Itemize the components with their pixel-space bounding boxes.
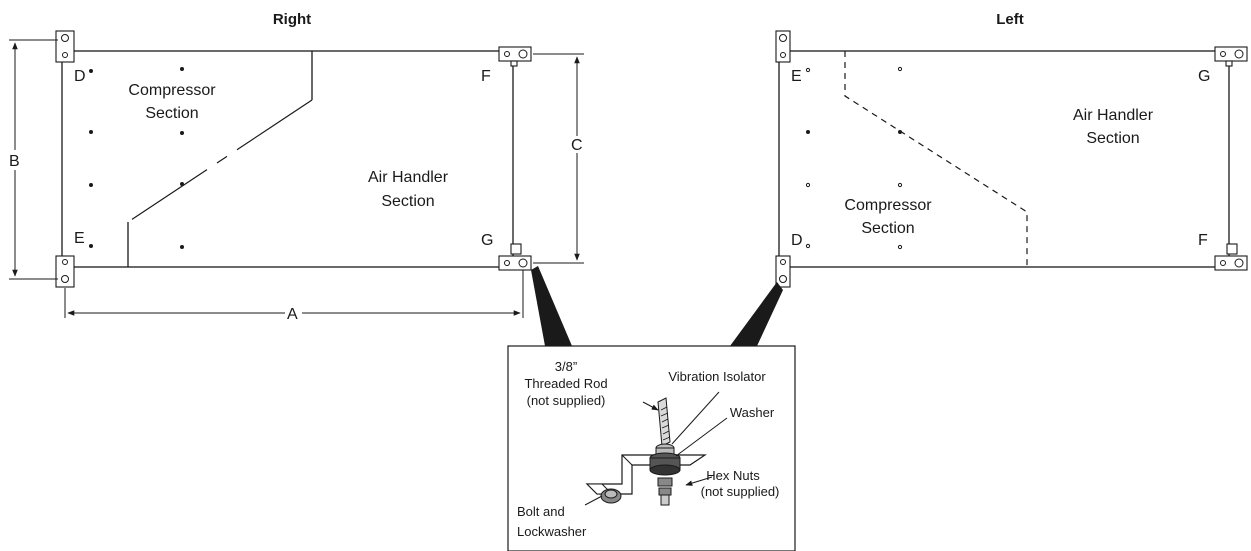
left-callout-wedge bbox=[730, 282, 783, 346]
label-threaded-rod: Threaded Rod bbox=[524, 376, 607, 391]
dimension-c: C bbox=[533, 53, 584, 264]
right-view-title: Right bbox=[273, 11, 311, 28]
left-airhandler-label-1: Air Handler bbox=[1073, 107, 1154, 124]
right-bracket-top-right bbox=[498, 46, 532, 67]
label-washer: Washer bbox=[730, 405, 775, 420]
leader-vibration-isolator bbox=[671, 391, 720, 445]
right-bracket-bottom-left bbox=[55, 255, 75, 288]
right-callout-wedge bbox=[531, 266, 572, 346]
dimension-c-label: C bbox=[571, 137, 583, 154]
left-corner-e: E bbox=[791, 68, 802, 85]
right-mounting-dots bbox=[89, 67, 184, 249]
dimension-a: A bbox=[64, 270, 524, 323]
left-bracket-bottom-left bbox=[775, 255, 791, 288]
label-bolt: Bolt and bbox=[517, 504, 565, 519]
right-compressor-label-1: Compressor bbox=[128, 82, 216, 99]
right-corner-e: E bbox=[74, 230, 85, 247]
right-bracket-top-left bbox=[55, 30, 75, 63]
dimension-b: B bbox=[9, 39, 58, 280]
leader-bolt bbox=[584, 495, 603, 506]
right-airhandler-label-1: Air Handler bbox=[368, 169, 449, 186]
isolator-detail: 3/8” Threaded Rod (not supplied) Vibrati… bbox=[507, 345, 796, 551]
right-compressor-label-2: Section bbox=[145, 105, 198, 122]
detail-hex-nuts bbox=[657, 477, 673, 506]
left-unit-outline bbox=[778, 50, 1230, 268]
left-corner-f: F bbox=[1198, 232, 1208, 249]
detail-vibration-isolator bbox=[649, 443, 681, 476]
label-vibration-isolator: Vibration Isolator bbox=[668, 369, 766, 384]
left-bracket-top-right bbox=[1214, 46, 1248, 67]
left-bracket-bottom-right bbox=[1214, 243, 1248, 271]
label-nuts-not-supplied: (not supplied) bbox=[701, 484, 780, 499]
label-lockwasher: Lockwasher bbox=[517, 524, 587, 539]
left-compressor-label-2: Section bbox=[861, 220, 914, 237]
right-corner-g: G bbox=[481, 232, 493, 249]
left-divider bbox=[844, 51, 1028, 267]
right-corner-d: D bbox=[74, 68, 86, 85]
dimension-b-label: B bbox=[9, 153, 20, 170]
left-airhandler-label-2: Section bbox=[1086, 130, 1139, 147]
leader-washer bbox=[675, 417, 728, 457]
right-divider-diagonal bbox=[127, 99, 313, 223]
label-hex-nuts: Hex Nuts bbox=[706, 468, 760, 483]
left-view: Left bbox=[775, 11, 1248, 288]
left-corner-g: G bbox=[1198, 68, 1210, 85]
left-corner-d: D bbox=[791, 232, 803, 249]
detail-bolt bbox=[600, 488, 622, 504]
label-rod-not-supplied: (not supplied) bbox=[527, 393, 606, 408]
left-view-title: Left bbox=[996, 11, 1024, 28]
right-bracket-bottom-right bbox=[498, 243, 532, 271]
left-compressor-label-1: Compressor bbox=[844, 197, 932, 214]
detail-frame bbox=[507, 345, 796, 551]
right-airhandler-label-2: Section bbox=[381, 193, 434, 210]
detail-threaded-rod bbox=[657, 397, 671, 447]
left-bracket-top-left bbox=[775, 30, 791, 63]
label-rod-size: 3/8” bbox=[555, 359, 577, 374]
dimension-a-label: A bbox=[287, 306, 298, 323]
leader-threaded-rod bbox=[642, 401, 659, 411]
right-corner-f: F bbox=[481, 68, 491, 85]
right-unit-outline bbox=[61, 50, 514, 268]
leader-hex-nuts bbox=[685, 476, 713, 486]
right-view: Right bbox=[9, 11, 584, 323]
left-mounting-dots bbox=[805, 66, 903, 250]
